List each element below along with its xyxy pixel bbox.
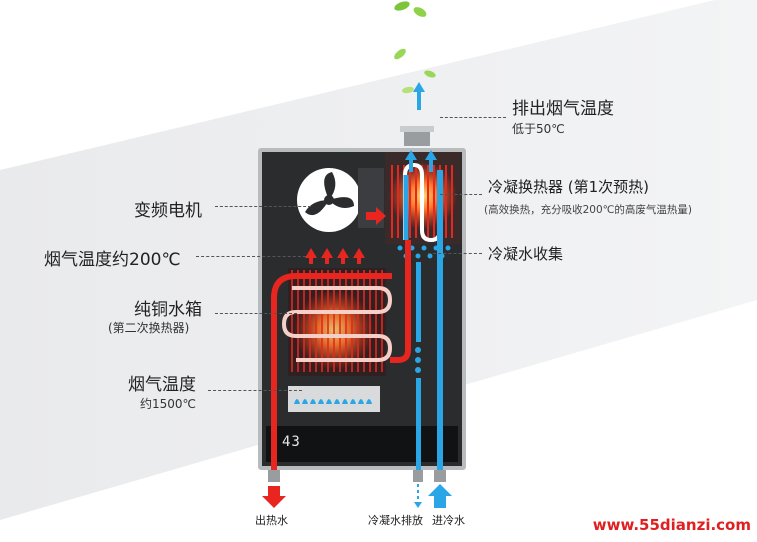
- label-condensate-collect: 冷凝水收集: [488, 245, 564, 263]
- label-flue-temp: 烟气温度: [128, 375, 196, 395]
- arrow-up-icon: [305, 248, 365, 264]
- label-flue-temp-200: 烟气温度约200℃: [44, 250, 181, 270]
- label-exhaust-temp-value: 低于50℃: [512, 122, 565, 136]
- arrow-right-icon: [366, 207, 386, 225]
- leader-exhaust: [440, 117, 506, 118]
- leader-copper: [215, 313, 297, 314]
- temperature-readout: 43: [282, 434, 301, 450]
- label-condensing-hx: 冷凝换热器 (第1次预热): [488, 178, 650, 196]
- label-condensing-hx-desc: (高效换热，充分吸收200℃的高废气温热量): [484, 204, 693, 216]
- flame-icon: [294, 399, 372, 404]
- leader-condensing: [440, 194, 482, 195]
- label-inverter-motor: 变频电机: [134, 201, 202, 221]
- leader-flue-1500: [208, 390, 302, 391]
- burner: [288, 386, 380, 412]
- leader-motor: [215, 206, 311, 207]
- leader-condensate: [428, 253, 482, 254]
- arrow-down-icon: [262, 486, 286, 508]
- hot-water-pipe: [271, 273, 392, 470]
- label-cold-water-in: 进冷水: [432, 514, 465, 527]
- control-display: 43: [266, 426, 458, 462]
- leaf-icon: [394, 1, 436, 94]
- label-copper-tank-sub: (第二次换热器): [108, 321, 190, 335]
- label-hot-water-out: 出热水: [255, 514, 288, 527]
- label-exhaust-temp: 排出烟气温度: [512, 99, 614, 119]
- label-flue-temp-value: 约1500℃: [140, 397, 197, 411]
- label-copper-tank: 纯铜水箱: [134, 300, 202, 320]
- watermark: www.55dianzi.com: [592, 516, 751, 534]
- leader-flue-200: [196, 256, 306, 257]
- label-condensate-drain: 冷凝水排放: [368, 514, 423, 527]
- exhaust-pipe: [404, 128, 430, 146]
